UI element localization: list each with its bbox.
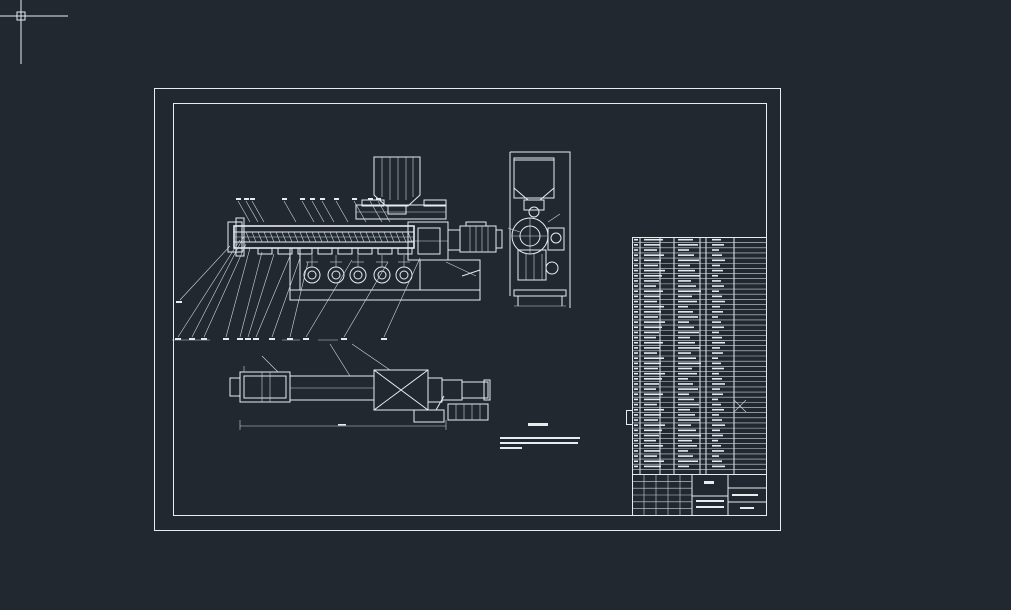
leader-lines <box>172 235 421 341</box>
side-elevation-view <box>507 151 571 308</box>
title-block <box>632 474 767 516</box>
technical-notes <box>500 423 580 449</box>
parts-list-table <box>632 237 767 475</box>
crosshair-cursor-icon <box>0 0 68 64</box>
plan-view <box>229 343 491 430</box>
table-tab <box>626 410 633 425</box>
front-elevation-view <box>227 156 503 301</box>
